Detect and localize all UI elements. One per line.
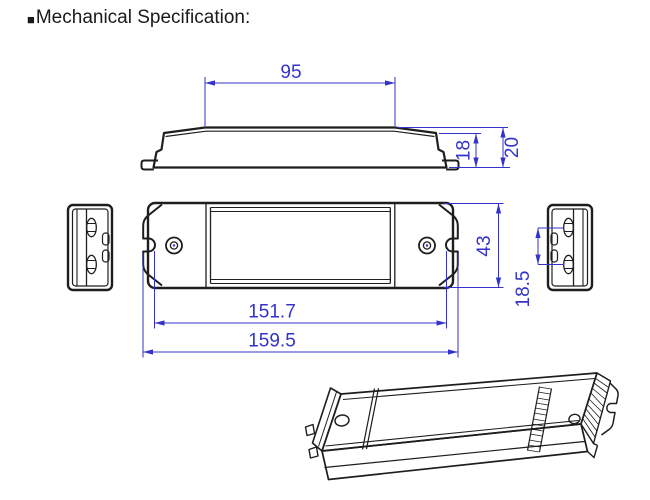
dim-159-label: 159.5 [248,331,296,352]
left-cap-terminal-top [86,217,97,238]
dim-95-extension-lines [204,77,396,126]
side-view-dimensions: 95 18 20 [204,62,523,168]
bullet-square-icon: ■ [27,11,35,27]
right-cap-slot-top [550,232,559,246]
dim-18-arrow-bottom [473,157,479,168]
dim-43-extension-lines [444,203,504,288]
side-view-right-foot [442,159,460,171]
dim-151-extension-lines [154,251,447,329]
dim-20-arrow-bottom [500,157,506,168]
left-cap-slot-top [101,232,110,246]
screw-outer-circle [165,236,183,255]
persp-left-end-inner [318,391,337,447]
dim-185-label: 18.5 [513,271,534,308]
dim-43-arrow-bottom [495,277,502,288]
top-view-right-tab [438,203,459,287]
screw-inner-circle [422,241,432,250]
right-cap-terminal-top-ridges [564,223,573,232]
perspective-view [304,372,619,481]
right-cap-slot-bottom [550,249,559,263]
persp-left-end-face [311,387,342,452]
left-cap-terminal-bottom-ridges [87,260,96,269]
dim-159-arrow-right [448,349,458,355]
top-view-right-screw [418,236,436,255]
dim-185-extension-lines [538,227,564,265]
top-view [142,201,459,290]
screw-inner-circle [169,241,179,250]
right-cap-terminal-top [563,217,574,238]
dim-20-label: 20 [502,137,523,158]
right-cap-outline [546,203,594,292]
hatch-lines-left-band [526,386,552,453]
screw-outer-circle [418,236,436,255]
top-view-left-tab [142,203,163,287]
top-view-outline [146,201,455,290]
dim-18-extension-lines [439,133,510,168]
page-title-text: Mechanical Specification: [35,7,251,28]
dim-185-arrow-bottom [535,254,541,265]
side-view-body [152,126,448,169]
dim-43-label: 43 [474,235,495,256]
side-view-lid-line [165,130,435,138]
left-end-view [66,203,114,292]
dim-20-arrow-top [500,127,506,138]
dim-151-arrow-left [154,320,165,326]
dim-159-extension-lines [142,253,459,358]
screw-center-dot [172,244,176,247]
dim-18-arrow-top [473,133,479,144]
left-cap-outline [66,203,114,292]
persp-right-hole [568,413,581,425]
dim-95-arrow-left [205,80,215,86]
right-end-view-dimensions: 18.5 [513,227,564,308]
right-cap-terminal-bottom [563,254,574,275]
persp-right-cap-band [580,372,612,445]
persp-top-face [321,372,598,452]
persp-hatch-band-edges [526,386,553,453]
persp-lid-separator [361,388,380,450]
side-view-left-foot [140,159,158,171]
persp-left-tab-bottom [308,446,319,459]
persp-left-tab-top [304,423,316,437]
right-cap-terminal-bottom-ridges [564,260,573,269]
persp-left-hole [334,414,350,427]
top-view-lid-lines [210,206,391,285]
top-view-dimensions: 151.7 159.5 43 [142,203,504,358]
right-cap-inner [551,208,589,287]
hatch-lines-right-cap [580,372,611,444]
left-cap-inner [71,208,109,287]
persp-right-mounting-tab [601,381,619,436]
top-view-section-lines [205,203,396,288]
left-cap-slot-bottom [101,249,110,263]
left-cap-terminal-bottom [86,254,97,275]
dim-95-label: 95 [280,62,301,83]
side-view [140,126,460,171]
persp-back-rim [342,377,596,401]
dim-43-arrow-top [495,203,502,214]
dim-159-arrow-left [143,349,153,355]
dim-185-arrow-top [535,228,541,238]
persp-front-face [321,423,589,481]
top-view-left-screw [165,236,183,255]
screw-center-dot [425,244,429,247]
dim-151-arrow-right [436,320,447,326]
right-end-view [546,203,594,292]
page-title: ■ Mechanical Specification: [27,7,250,29]
dim-95-arrow-right [385,80,395,86]
dim-151-label: 151.7 [248,302,296,323]
persp-bottom-right-corner [587,442,599,459]
left-cap-terminal-top-ridges [87,223,96,232]
dim-18-label: 18 [454,140,475,161]
